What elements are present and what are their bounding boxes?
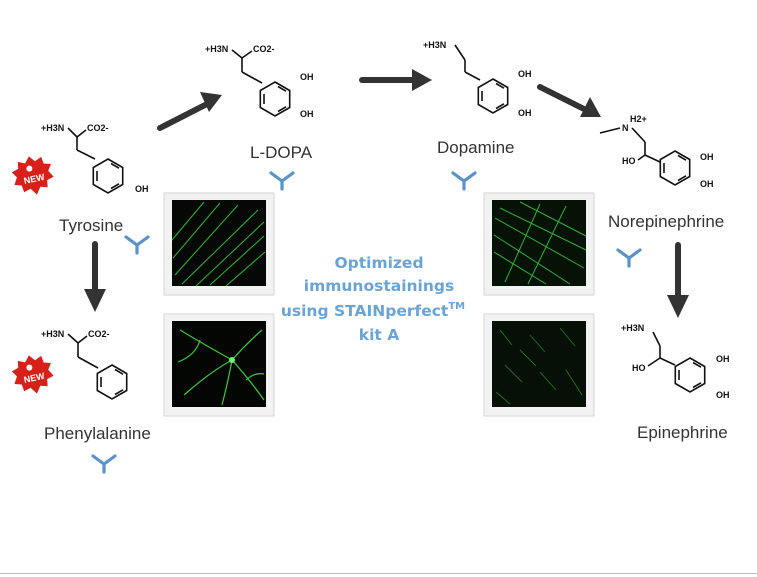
chem-label-ho: HO bbox=[632, 363, 646, 373]
arrow-ldopa-to-dopamine bbox=[359, 69, 432, 91]
chem-label-oh: OH bbox=[716, 354, 730, 364]
molecule-name-phenylalanine: Phenylalanine bbox=[44, 424, 151, 443]
chem-label-oh: OH bbox=[518, 108, 532, 118]
molecule-name-ldopa: L-DOPA bbox=[250, 143, 313, 162]
molecule-name-epinephrine: Epinephrine bbox=[637, 423, 728, 442]
arrow-tyrosine-to-phenylalanine bbox=[84, 241, 106, 312]
chem-label-co2: CO2- bbox=[253, 44, 275, 54]
divider bbox=[0, 573, 757, 574]
caption-line-1: Optimized bbox=[334, 254, 423, 272]
chem-label-oh: OH bbox=[716, 390, 730, 400]
antibody-y-icon bbox=[451, 171, 477, 191]
center-caption: Optimized immunostainings using STAINper… bbox=[281, 254, 465, 344]
chem-label-oh: OH bbox=[700, 152, 714, 162]
pathway-arrows bbox=[84, 69, 689, 318]
chem-label-nh3: +H3N bbox=[41, 123, 64, 133]
chem-label-co2: CO2- bbox=[88, 329, 110, 339]
chem-label-oh: OH bbox=[135, 184, 149, 194]
chem-label-oh: OH bbox=[700, 179, 714, 189]
molecule-norepinephrine: H2+ N HO OH OH Norepinephrine bbox=[599, 114, 724, 231]
chem-label-nh3: +H3N bbox=[205, 44, 228, 54]
chem-label-oh: OH bbox=[518, 69, 532, 79]
stain-image-tyrosine bbox=[163, 192, 275, 296]
chem-label-h2plus: H2+ bbox=[630, 114, 647, 124]
antibody-y-icon bbox=[91, 454, 117, 474]
molecule-name-dopamine: Dopamine bbox=[437, 138, 515, 157]
antibody-y-icon bbox=[124, 235, 150, 255]
molecule-name-tyrosine: Tyrosine bbox=[59, 216, 123, 235]
caption-line-4: kit A bbox=[359, 326, 399, 344]
arrow-dopamine-to-norepinephrine bbox=[537, 84, 601, 117]
chem-label-ho: HO bbox=[622, 156, 636, 166]
antibody-y-icon bbox=[269, 171, 295, 191]
antibody-y-icon bbox=[616, 248, 642, 268]
molecule-tyrosine: +H3N CO2- OH Tyrosine bbox=[41, 123, 149, 235]
chem-label-co2: CO2- bbox=[87, 123, 109, 133]
chem-label-n: N bbox=[622, 123, 629, 133]
new-badge-label: NEW bbox=[23, 371, 46, 385]
caption-line-2: immunostainings bbox=[304, 277, 454, 295]
new-badge-phenylalanine: NEW bbox=[9, 351, 57, 398]
molecule-dopamine: +H3N OH OH Dopamine bbox=[423, 40, 532, 157]
chem-label-oh: OH bbox=[300, 72, 314, 82]
caption-line-3: using STAINperfectTM bbox=[281, 301, 465, 320]
arrow-norepinephrine-to-epinephrine bbox=[667, 242, 689, 318]
molecule-ldopa: +H3N CO2- OH OH L-DOPA bbox=[205, 44, 314, 162]
molecule-phenylalanine: +H3N CO2- Phenylalanine bbox=[41, 329, 151, 443]
new-badge-tyrosine: NEW bbox=[9, 152, 57, 199]
stain-image-norepinephrine bbox=[483, 313, 595, 417]
immunostaining-images bbox=[163, 192, 595, 417]
arrow-tyrosine-to-ldopa bbox=[157, 92, 222, 131]
new-badge-label: NEW bbox=[23, 172, 46, 186]
chem-label-nh3: +H3N bbox=[621, 323, 644, 333]
chem-label-oh: OH bbox=[300, 109, 314, 119]
chem-label-nh3: +H3N bbox=[41, 329, 64, 339]
molecule-epinephrine: +H3N HO OH OH Epinephrine bbox=[621, 323, 730, 442]
molecule-name-norepinephrine: Norepinephrine bbox=[608, 212, 724, 231]
chem-label-nh3: +H3N bbox=[423, 40, 446, 50]
stain-image-phenylalanine bbox=[163, 313, 275, 417]
stain-image-dopamine bbox=[483, 192, 595, 296]
